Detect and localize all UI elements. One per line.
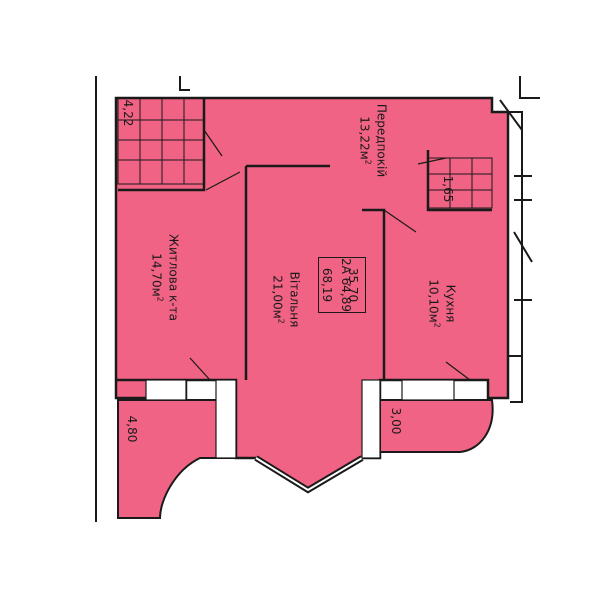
balcony-left — [117, 399, 237, 519]
apartment-area-with-balconies: 68,19 — [320, 267, 334, 303]
room-kitchen-label: Кухня 10,10м2 — [427, 264, 458, 344]
room-bedroom-label: Житлова к-та 14,70м2 — [150, 223, 181, 333]
windows — [145, 379, 455, 459]
room-area: 21,00м — [270, 275, 285, 319]
stairwell — [499, 76, 540, 403]
bathroom-area-label: 4,22 — [121, 99, 135, 127]
wc-area-label: 1,65 — [441, 175, 455, 203]
room-name: Передпокій — [374, 103, 389, 178]
room-name: Кухня — [443, 284, 458, 323]
bathroom-tiles — [117, 97, 205, 185]
apartment-total-area: 64,89 — [339, 277, 353, 313]
apartment-type: 2А — [339, 257, 353, 274]
room-living-label: Вітальня 21,00м2 — [271, 250, 302, 350]
room-area: 13,22м — [357, 116, 372, 160]
balcony-right-area-label: 3,00 — [389, 407, 403, 435]
balcony-left-area-label: 4,80 — [125, 415, 139, 443]
apartment-info-box — [318, 257, 366, 313]
apartment-type-total: 2А 64,89 — [339, 255, 353, 315]
room-name: Вітальня — [287, 271, 302, 328]
room-area: 14,70м — [149, 253, 164, 297]
wall-stub-top — [179, 76, 190, 91]
balcony-right — [379, 399, 494, 453]
room-hallway-label: Передпокій 13,22м2 — [358, 86, 389, 196]
door-swings — [189, 129, 471, 381]
room-area: 10,10м — [426, 279, 441, 323]
room-name: Житлова к-та — [166, 234, 181, 321]
